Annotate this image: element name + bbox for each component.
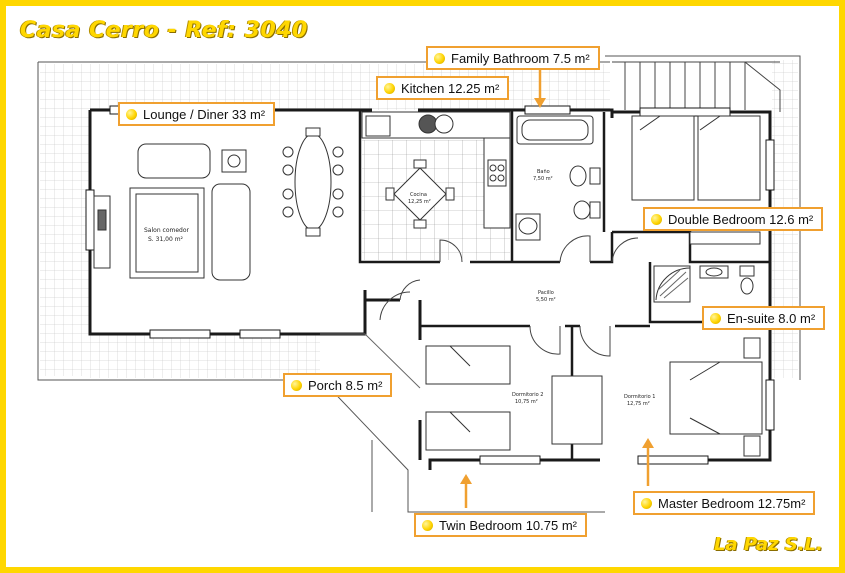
label-family-bathroom-text: Family Bathroom 7.5 m²: [451, 50, 590, 66]
label-family-bathroom: Family Bathroom 7.5 m²: [426, 46, 600, 70]
salon-area: S. 31,00 m²: [148, 236, 184, 243]
bathroom-fixtures: [515, 115, 601, 241]
bano-name: Baño: [537, 169, 550, 175]
terrace-tiles-bottom: [90, 334, 320, 378]
company-name: La Paz S.L.: [714, 534, 823, 555]
porch-outline: [320, 333, 421, 389]
master-bedroom-bed: [669, 337, 763, 457]
label-double-bedroom: Double Bedroom 12.6 m²: [643, 207, 824, 231]
label-kitchen: Kitchen 12.25 m²: [376, 76, 510, 100]
label-double-bedroom-text: Double Bedroom 12.6 m²: [668, 211, 814, 227]
bullet-icon: [651, 213, 662, 225]
page-title: Casa Cerro - Ref: 3040: [20, 18, 308, 43]
ensuite-fixtures: [653, 265, 755, 303]
label-ensuite-text: En-suite 8.0 m²: [727, 310, 816, 326]
bullet-icon: [434, 52, 445, 64]
terrace-tiles-left: [40, 64, 90, 376]
label-kitchen-text: Kitchen 12.25 m²: [401, 80, 500, 96]
dorm2-name: Dormitorio 2: [512, 392, 543, 398]
label-master-bedroom-text: Master Bedroom 12.75m²: [658, 495, 806, 511]
patio-name: Pacillo: [538, 290, 554, 296]
label-twin-bedroom: Twin Bedroom 10.75 m²: [414, 513, 588, 537]
callout-arrows: [460, 66, 654, 508]
stairs: [612, 61, 781, 112]
floor-plan: Cocina 12,25 m² Salon comedor S. 31,00 m…: [37, 55, 801, 513]
double-bedroom-beds: [631, 115, 761, 245]
patio-area: 5,50 m²: [536, 297, 556, 303]
bullet-icon: [384, 82, 395, 94]
bullet-icon: [710, 312, 721, 324]
label-ensuite: En-suite 8.0 m²: [702, 306, 826, 330]
twin-bedroom-beds: [425, 345, 603, 451]
label-lounge-text: Lounge / Diner 33 m²: [143, 106, 266, 122]
label-porch-text: Porch 8.5 m²: [308, 377, 383, 393]
dorm1-name: Dormitorio 1: [624, 394, 655, 400]
lounge-furniture: [93, 127, 344, 281]
kitchen-units: [361, 111, 511, 229]
cocina-area: 12,25 m²: [408, 199, 431, 205]
label-porch: Porch 8.5 m²: [283, 373, 393, 397]
bullet-icon: [641, 497, 652, 509]
label-lounge: Lounge / Diner 33 m²: [118, 102, 276, 126]
bullet-icon: [291, 379, 302, 391]
cocina-name: Cocina: [410, 192, 427, 198]
bullet-icon: [126, 108, 137, 120]
label-master-bedroom: Master Bedroom 12.75m²: [633, 491, 816, 515]
bano-area: 7,50 m²: [533, 176, 553, 182]
bullet-icon: [422, 519, 433, 531]
label-twin-bedroom-text: Twin Bedroom 10.75 m²: [439, 517, 578, 533]
salon-name: Salon comedor: [144, 227, 190, 234]
kitchen-table: [385, 159, 455, 229]
dorm1-area: 12,75 m²: [627, 401, 650, 407]
dorm2-area: 10,75 m²: [515, 399, 538, 405]
